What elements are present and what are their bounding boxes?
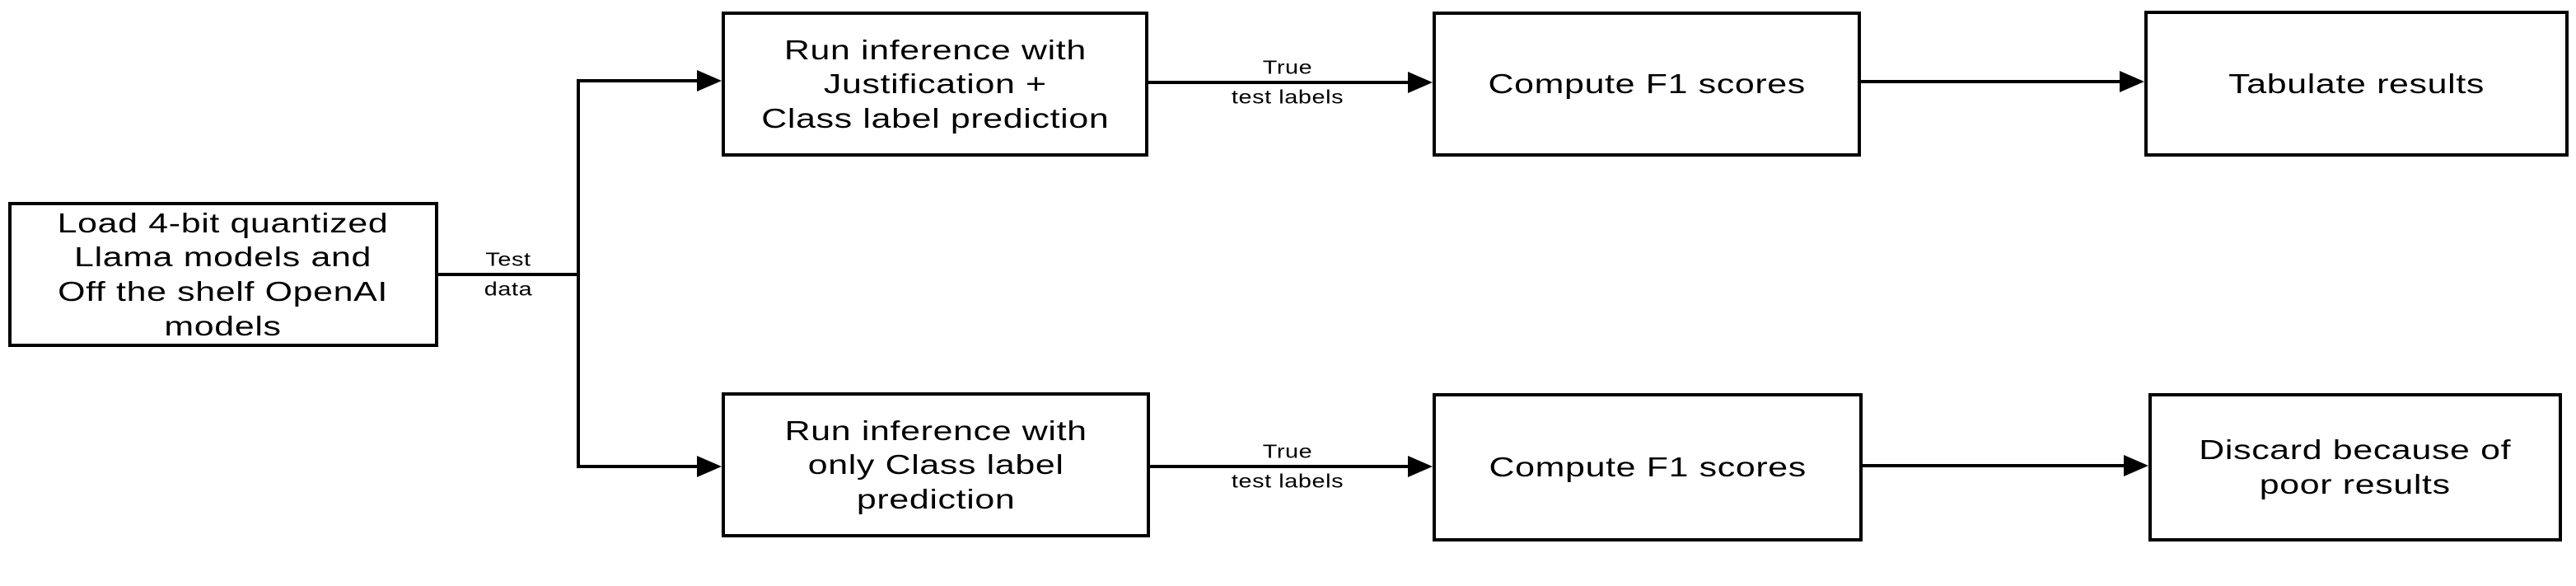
connector-branch-top <box>577 79 697 82</box>
edge-label-true-test-labels-bottom: True test labels <box>1231 440 1344 491</box>
connector-bottom-to-discard <box>1863 464 2124 467</box>
node-compute-f1-bottom: Compute F1 scores <box>1433 393 1863 541</box>
node-discard-poor-results: Discard because of poor results <box>2148 393 2562 541</box>
connector-branch-vertical <box>577 79 580 468</box>
arrow-head-icon <box>697 70 722 91</box>
edge-label-true-test-labels-top: True test labels <box>1231 56 1344 107</box>
node-run-inference-only-class: Run inference with only Class label pred… <box>722 392 1150 537</box>
connector-branch-bottom <box>577 465 697 468</box>
arrow-head-icon <box>2120 71 2144 92</box>
connector-bottom-true-labels <box>1150 465 1408 468</box>
arrow-head-icon <box>697 456 722 477</box>
arrow-head-icon <box>1408 456 1433 477</box>
node-compute-f1-bottom-label: Compute F1 scores <box>1489 452 1807 483</box>
node-load-models: Load 4-bit quantized Llama models and Of… <box>8 202 438 347</box>
arrow-head-icon <box>2124 455 2148 476</box>
node-run-inference-justification-label: Run inference with Justification + Class… <box>760 34 1110 134</box>
node-compute-f1-top: Compute F1 scores <box>1433 12 1861 157</box>
edge-label-test-data: Test data <box>484 248 533 299</box>
node-tabulate-results-label: Tabulate results <box>2228 68 2485 99</box>
node-load-models-label: Load 4-bit quantized Llama models and Of… <box>58 207 389 341</box>
node-discard-poor-results-label: Discard because of poor results <box>2199 434 2512 499</box>
node-run-inference-only-class-label: Run inference with only Class label pred… <box>784 415 1087 514</box>
connector-top-true-labels <box>1148 81 1408 84</box>
connector-test-data <box>438 273 578 276</box>
connector-top-to-tabulate <box>1861 80 2120 83</box>
arrow-head-icon <box>1408 72 1433 93</box>
node-run-inference-justification: Run inference with Justification + Class… <box>722 12 1148 157</box>
node-tabulate-results: Tabulate results <box>2144 11 2569 157</box>
node-compute-f1-top-label: Compute F1 scores <box>1488 68 1806 100</box>
